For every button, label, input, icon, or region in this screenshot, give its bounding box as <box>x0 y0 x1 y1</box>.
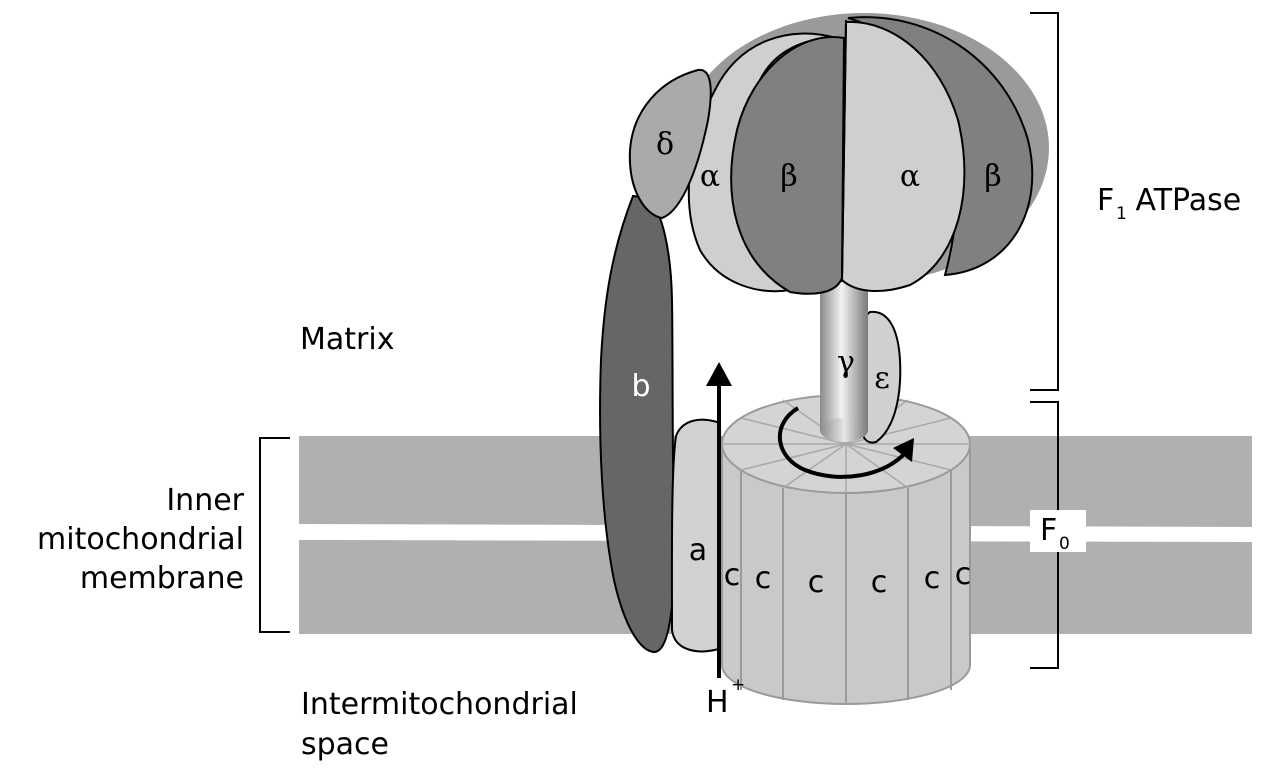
c-ring-dividers <box>740 470 952 705</box>
f1-bracket <box>1030 12 1059 391</box>
f0-prefix: F <box>1040 513 1057 548</box>
epsilon-label: ε <box>874 361 890 396</box>
intermembrane-label-line1: Intermitochondrial <box>301 687 578 722</box>
gamma-label: γ <box>837 345 855 380</box>
c-label-6: c <box>955 557 972 592</box>
c-ring <box>721 394 971 705</box>
matrix-label: Matrix <box>300 322 394 357</box>
a-subunit <box>670 418 724 653</box>
gamma-shaft-bottom <box>820 418 868 442</box>
f1-subscript: 1 <box>1116 204 1127 224</box>
b-subunit-label: b <box>631 369 650 404</box>
membrane-label-line2: mitochondrial <box>37 522 244 557</box>
proton-arrow <box>706 362 732 678</box>
c-label-3: c <box>808 565 825 600</box>
c-label-5: c <box>924 561 941 596</box>
membrane-bracket <box>259 437 290 633</box>
gamma-shaft <box>820 282 868 442</box>
gamma-shaft-body <box>820 282 868 430</box>
intermembrane-label-line2: space <box>301 727 389 762</box>
membrane-label-line3: membrane <box>80 561 244 596</box>
b-subunit <box>599 194 676 654</box>
alpha-center <box>840 20 966 292</box>
proton-symbol: H <box>706 685 729 720</box>
alpha-center-label: α <box>900 159 920 194</box>
proton-label: H + <box>706 675 745 720</box>
f0-label-box <box>1030 510 1086 552</box>
rotation-arrow <box>778 406 914 479</box>
membrane-label-line1: Inner <box>166 483 244 518</box>
alpha-left-label: α <box>700 159 720 194</box>
beta-center <box>730 36 846 295</box>
delta-subunit <box>628 68 712 220</box>
f1-atpase-label: F 1 ATPase <box>1097 183 1241 224</box>
c-label-2: c <box>755 561 772 596</box>
f1-suffix: ATPase <box>1126 183 1241 218</box>
f0-subscript: 0 <box>1059 534 1070 554</box>
delta-label: δ <box>656 127 674 162</box>
c-label-1: c <box>724 558 741 593</box>
beta-center-label: β <box>780 159 797 194</box>
f1-prefix: F <box>1097 183 1114 218</box>
proton-charge: + <box>731 675 745 695</box>
beta-right-label: β <box>984 159 1001 194</box>
a-subunit-label: a <box>689 533 707 568</box>
c-label-4: c <box>871 565 888 600</box>
f0-label: F 0 <box>1040 513 1070 554</box>
